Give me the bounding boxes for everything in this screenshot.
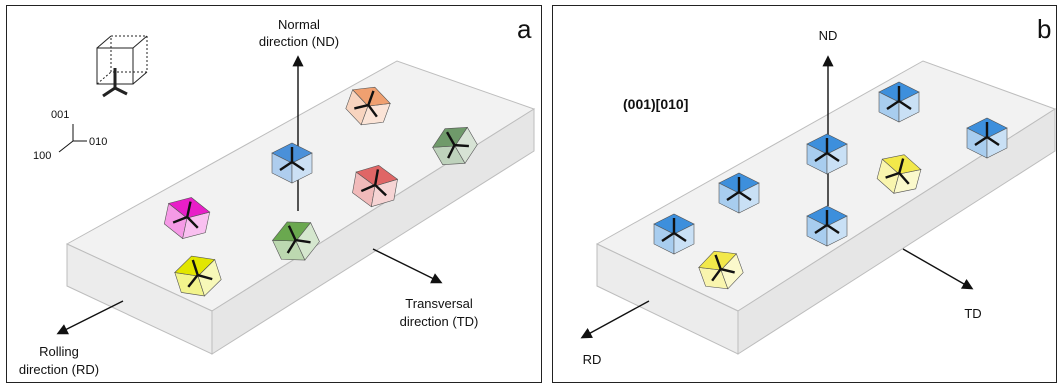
grains-panel-a	[163, 86, 478, 297]
grain-blue	[271, 142, 313, 184]
grain-red	[352, 164, 399, 208]
nd-label-line2: direction (ND)	[258, 34, 340, 49]
rd-label: RD	[582, 352, 602, 367]
rd-arrow	[580, 300, 650, 339]
grain-cube-oriented-6	[966, 117, 1008, 159]
grain-yellow	[698, 250, 744, 290]
grain-cube-oriented-4	[806, 133, 848, 175]
grain-yellow	[174, 255, 222, 297]
grain-cube-oriented-2	[718, 172, 760, 214]
grain-magenta	[163, 197, 211, 240]
panel-a: a Normal direction (ND) Transversal dire…	[6, 5, 542, 383]
crystal-axes-triad-icon	[58, 124, 87, 153]
nd-label: ND	[818, 28, 838, 43]
panel-a-drawing	[56, 35, 536, 355]
grain-green	[271, 221, 320, 261]
sample-slab	[595, 60, 1057, 355]
grain-cube-oriented-1	[653, 213, 695, 255]
td-label-line2: direction (TD)	[399, 314, 479, 329]
reference-cube-icon	[96, 35, 148, 98]
rd-label-line2: direction (RD)	[18, 362, 100, 377]
td-arrow	[372, 248, 443, 284]
panel-b-drawing	[580, 55, 1057, 355]
grain-cube-oriented-3	[806, 205, 848, 247]
td-label-line1: Transversal	[405, 296, 473, 311]
panel-b-label: b	[1037, 14, 1052, 44]
axis-100-label: 100	[33, 150, 52, 162]
td-label: TD	[964, 306, 982, 321]
nd-label-line1: Normal	[278, 17, 320, 32]
axis-001-label: 001	[51, 109, 70, 121]
panel-b: b ND TD RD (001)[010]	[552, 5, 1057, 383]
rd-arrow	[56, 300, 124, 335]
sample-slab	[65, 60, 536, 355]
texture-label: (001)[010]	[623, 96, 689, 112]
grain-cube-oriented-5	[878, 81, 920, 123]
grains-panel-b	[653, 81, 1008, 290]
rd-label-line1: Rolling	[39, 344, 79, 359]
td-arrow	[902, 248, 974, 290]
grain-yellow-2	[876, 154, 922, 194]
grain-orange	[345, 86, 391, 126]
axis-010-label: 010	[89, 136, 108, 148]
grain-dark-green	[432, 126, 478, 165]
panel-a-label: a	[517, 14, 532, 44]
